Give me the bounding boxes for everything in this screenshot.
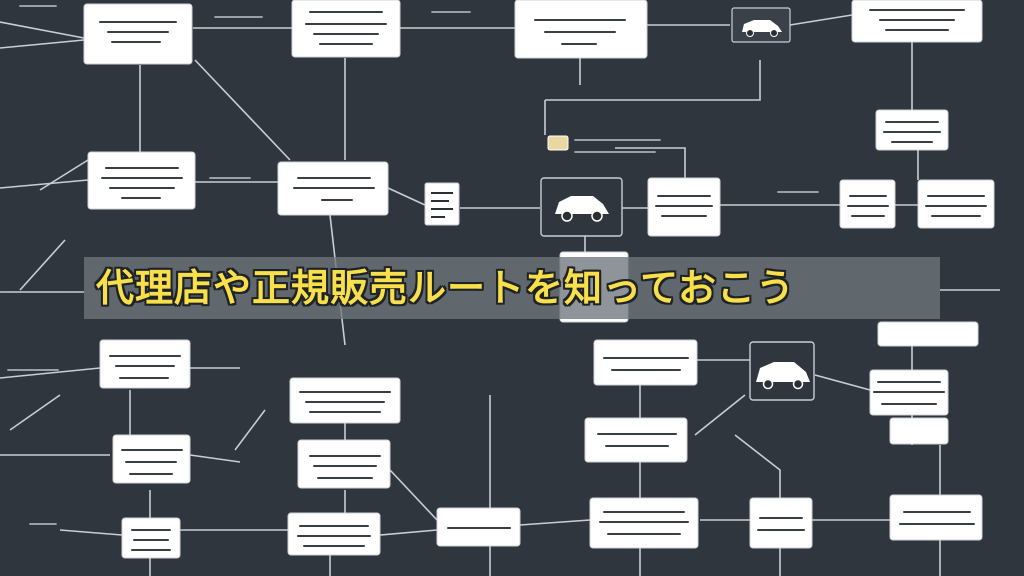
flow-node <box>749 497 813 549</box>
flowchart-nodes <box>83 0 995 559</box>
flow-node <box>877 321 979 347</box>
flow-node <box>839 179 896 229</box>
flow-node <box>889 494 983 541</box>
flow-node <box>121 517 181 559</box>
flow-node <box>593 339 698 386</box>
flow-node <box>875 109 949 151</box>
node-scribbles <box>99 9 987 551</box>
flow-node <box>83 3 193 65</box>
flow-node <box>297 439 391 489</box>
car-icon <box>540 177 623 237</box>
car-icon <box>731 7 791 43</box>
car-icon <box>749 341 815 401</box>
flow-node <box>889 417 949 445</box>
flow-node <box>514 0 648 59</box>
flow-node <box>584 417 688 463</box>
caption-text: 代理店や正規販売ルートを知っておこう <box>96 266 795 310</box>
tag-icon <box>547 135 569 151</box>
flow-node <box>917 179 995 229</box>
flow-node <box>291 0 401 58</box>
document-icon <box>424 182 460 226</box>
caption-band <box>84 257 940 319</box>
flow-node <box>289 377 401 424</box>
edge-label-scribbles <box>7 5 819 525</box>
flow-node <box>99 339 191 389</box>
flow-node <box>287 512 381 556</box>
flow-node <box>112 434 191 484</box>
flow-node <box>87 151 196 210</box>
